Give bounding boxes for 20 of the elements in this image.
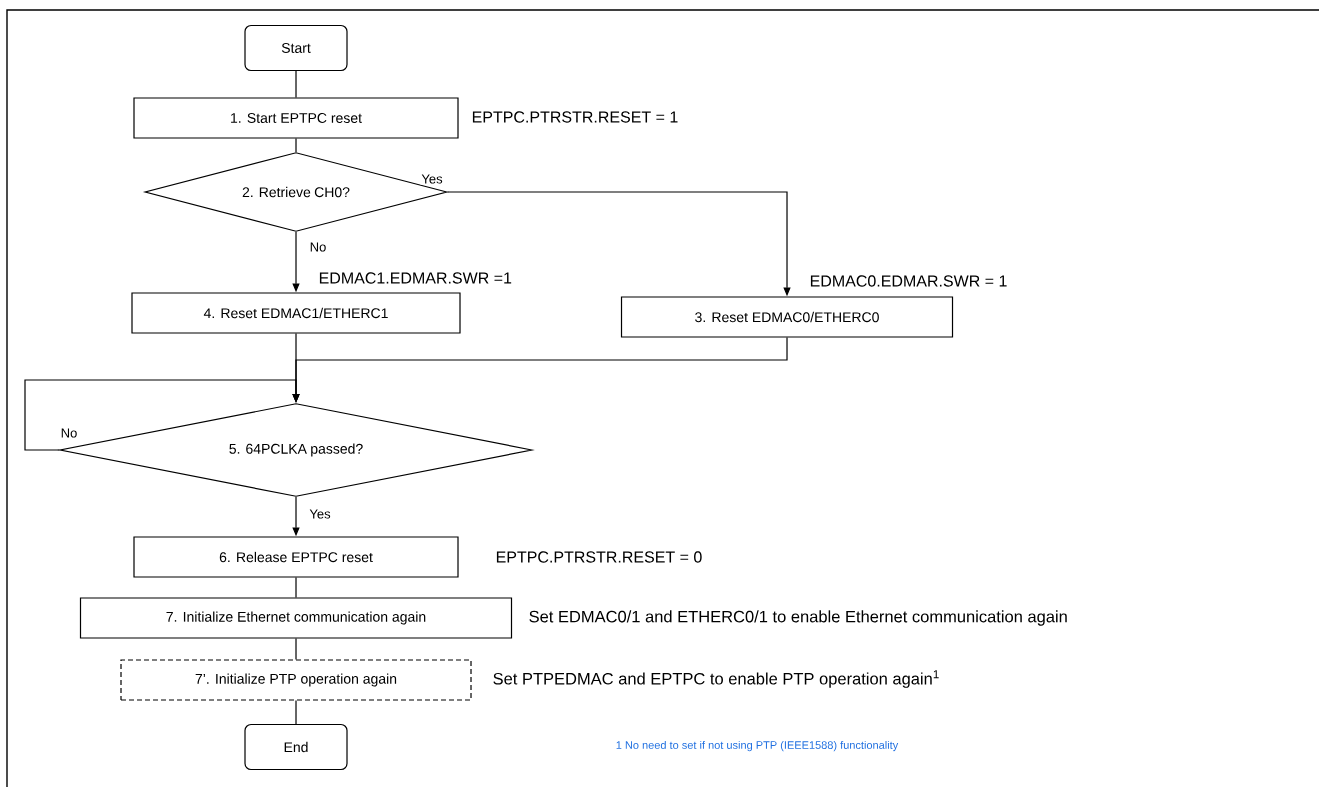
annotation-text: Set PTPEDMAC and EPTPC to enable PTP operation again$^{1}$ bbox=[493, 670, 939, 688]
arrow bbox=[24, 379, 300, 451]
terminal-box: Start bbox=[244, 24, 348, 72]
edge-label: No bbox=[59, 427, 79, 439]
process-box: 3. Reset EDMAC0/ETHERC0 bbox=[620, 296, 954, 338]
process-box: 4. Reset EDMAC1/ETHERC1 bbox=[131, 292, 461, 334]
annotation-text: EPTPC.PTRSTR.RESET = 0 bbox=[496, 551, 702, 563]
process-box: 7’. Initialize PTP operation again bbox=[120, 659, 472, 701]
annotation-text: EPTPC.PTRSTR.RESET = 1 bbox=[472, 111, 678, 123]
edge-label: Yes bbox=[308, 508, 332, 520]
annotation-text: EDMAC1.EDMAR.SWR =1 bbox=[319, 272, 512, 284]
footnote-text: 1 No need to set if not using PTP (IEEE1588) functionality bbox=[616, 740, 899, 752]
edge-label: No bbox=[308, 241, 328, 253]
edge-label: Yes bbox=[420, 173, 444, 185]
process-box: 1. Start EPTPC reset bbox=[133, 97, 459, 139]
process-box: 6. Release EPTPC reset bbox=[133, 536, 459, 578]
terminal-box: End bbox=[244, 723, 348, 771]
annotation-text: Set EDMAC0/1 and ETHERC0/1 to enable Ethernet communication again bbox=[529, 610, 1067, 626]
annotation-text: EDMAC0.EDMAR.SWR = 1 bbox=[810, 275, 1007, 287]
process-box: 7. Initialize Ethernet communication again bbox=[79, 597, 513, 639]
